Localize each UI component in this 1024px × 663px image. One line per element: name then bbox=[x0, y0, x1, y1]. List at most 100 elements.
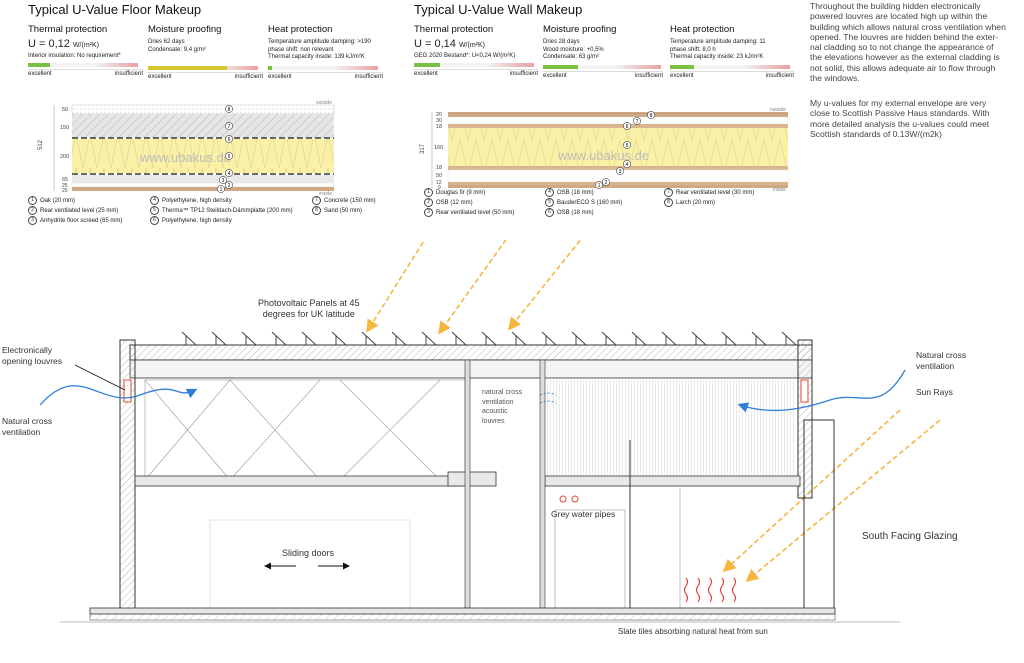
wall-thermal-heading: Thermal protection bbox=[414, 24, 494, 35]
wall-dim: 18 bbox=[436, 165, 442, 171]
floor-layer-ventilated bbox=[71, 182, 335, 188]
floor-marker: 7 bbox=[228, 124, 231, 130]
floor-dim: 25 bbox=[62, 183, 68, 189]
wall-outside-label: outside bbox=[770, 107, 786, 113]
pv-panel bbox=[781, 331, 797, 346]
wall-marker: 4 bbox=[626, 162, 629, 168]
wall-layer-ventilated-outer bbox=[447, 116, 789, 125]
upper-left-room bbox=[144, 379, 466, 481]
pv-panel bbox=[481, 331, 497, 346]
wall-dim: 50 bbox=[436, 173, 442, 179]
floor-marker: 3 bbox=[222, 178, 225, 184]
pv-panel bbox=[451, 331, 467, 346]
roof-slab bbox=[129, 344, 813, 361]
pv-panel bbox=[361, 331, 377, 346]
wall-total-thickness: 317 bbox=[420, 143, 426, 154]
wall-moisture-rating-bar bbox=[543, 64, 661, 69]
wall-layer-diagram: outside inside www.ubakus.de 317 20 30 1… bbox=[420, 107, 789, 192]
floor-moisture-heading: Moisture proofing bbox=[148, 24, 222, 35]
floor-marker: 2 bbox=[228, 183, 231, 189]
internal-wall bbox=[539, 359, 546, 609]
internal-wall bbox=[464, 359, 471, 609]
pv-panel bbox=[421, 331, 437, 346]
cross-ventilation-label-right: Natural cross ventilation bbox=[916, 350, 967, 371]
wall-layer-osb-lining bbox=[448, 182, 788, 185]
floor-dim: 150 bbox=[60, 125, 69, 131]
pv-panel bbox=[301, 331, 317, 346]
pv-panel bbox=[721, 331, 737, 346]
wall-marker: 3 bbox=[619, 169, 622, 175]
roof-void bbox=[129, 359, 813, 379]
pv-panel bbox=[601, 331, 617, 346]
floor-dim: 65 bbox=[62, 177, 68, 183]
cross-ventilation-label-left: Natural cross ventilation bbox=[2, 416, 53, 437]
sun-ray bbox=[508, 240, 582, 331]
pv-panel bbox=[661, 331, 677, 346]
wall-dim: 9 bbox=[438, 185, 441, 191]
floor-moisture-rating-bar bbox=[148, 66, 258, 70]
wall-inside-label: inside bbox=[773, 187, 786, 192]
wall-heat-rating-bar bbox=[670, 64, 790, 69]
floor-layer-diagram: outside inside www.ubakus.de 512 50 150 … bbox=[38, 100, 335, 195]
louvre-notes: Throughout the building hidden electroni… bbox=[810, 1, 1006, 84]
floor-layer-sand bbox=[71, 104, 335, 115]
floor-marker: 8 bbox=[228, 107, 231, 113]
ground-floor-room bbox=[209, 519, 411, 609]
first-floor-right bbox=[544, 475, 801, 487]
u-value-notes: My u-values for my external envelope are… bbox=[810, 98, 990, 139]
first-floor-left bbox=[134, 475, 466, 487]
louvres-label: Electronically opening louvres bbox=[2, 345, 63, 366]
pv-panel bbox=[271, 331, 287, 346]
wall-makeup-title: Typical U-Value Wall Makeup bbox=[414, 2, 583, 17]
slate-tile-floor bbox=[89, 613, 836, 621]
right-external-wall bbox=[797, 339, 813, 499]
wall-marker: 5 bbox=[626, 143, 629, 149]
wall-dim: 12 bbox=[436, 180, 442, 186]
wall-marker: 6 bbox=[626, 124, 629, 130]
floor-thermal-heading: Thermal protection bbox=[28, 24, 108, 35]
wall-heat-block: Heat protection Temperature amplitude da… bbox=[670, 24, 794, 79]
floor-watermark: www.ubakus.de bbox=[139, 150, 231, 165]
wall-dim: 160 bbox=[434, 145, 443, 151]
pv-panel bbox=[541, 331, 557, 346]
grey-water-pipe bbox=[571, 495, 579, 503]
floor-marker: 4 bbox=[228, 171, 231, 177]
grey-water-pipe bbox=[559, 495, 567, 503]
wall-thermal-rating-bar bbox=[414, 62, 534, 67]
sun-ray bbox=[366, 240, 426, 333]
pv-panel bbox=[691, 331, 707, 346]
floor-layer-oak bbox=[72, 187, 334, 191]
pv-panel bbox=[391, 331, 407, 346]
floor-thermal-block: Thermal protection U = 0,12 W/(m²K) Inte… bbox=[28, 24, 148, 77]
right-louvre[interactable] bbox=[800, 379, 809, 403]
floor-makeup-title: Typical U-Value Floor Makeup bbox=[28, 2, 202, 17]
louvre-leader-line bbox=[74, 364, 126, 391]
floor-thermal-rating-bar bbox=[28, 62, 138, 67]
building-section bbox=[39, 240, 941, 623]
pv-panel bbox=[571, 331, 587, 346]
wall-heat-heading: Heat protection bbox=[670, 24, 735, 35]
floor-heat-heading: Heat protection bbox=[268, 24, 333, 35]
pv-panel bbox=[751, 331, 767, 346]
upper-right-room bbox=[545, 380, 795, 480]
south-glazing-label: South Facing Glazing bbox=[862, 531, 958, 542]
ground-floor-slab bbox=[89, 607, 836, 615]
left-louvre[interactable] bbox=[123, 379, 132, 403]
